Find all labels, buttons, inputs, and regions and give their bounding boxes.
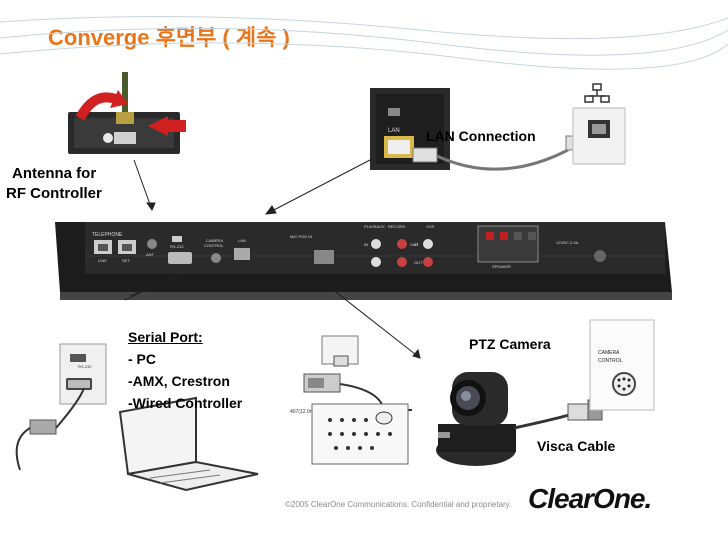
serial-item-wired: -Wired Controller xyxy=(128,395,243,411)
camera-connector-label-1: CAMERA xyxy=(598,350,620,356)
clearone-logo: ClearOne. xyxy=(528,483,652,514)
wall-jack-image xyxy=(572,107,626,165)
antenna-arrow xyxy=(133,159,153,211)
serial-item-amx: -AMX, Crestron xyxy=(128,373,230,389)
copyright-footer: ©2005 ClearOne Communications. Confident… xyxy=(285,500,512,509)
lan-connection-label: LAN Connection xyxy=(426,128,536,144)
power-label: 12VDC 2.0A xyxy=(556,240,579,245)
rs232-label: RS-232 xyxy=(170,244,184,249)
serial-port-image: RS-232 xyxy=(59,343,107,405)
rs232-small-label: RS-232 xyxy=(78,364,92,369)
decorative-swoosh xyxy=(0,16,728,70)
visca-cable-image xyxy=(513,399,603,430)
out-label-2: OUT xyxy=(414,260,423,265)
camera-control-label-2: CONTROL xyxy=(204,243,224,248)
speaker-label: SPEAKER xyxy=(492,264,511,269)
serial-cable-image xyxy=(15,387,85,471)
serial-port-title: Serial Port: xyxy=(128,329,203,345)
converge-device xyxy=(55,222,672,300)
record-label: RECORD xyxy=(388,224,405,229)
antenna-label-line1: Antenna for xyxy=(12,165,97,182)
line-label: LINE xyxy=(98,258,107,263)
visca-cable-label: Visca Cable xyxy=(537,438,616,454)
camera-control-connector-image: CAMERA CONTROL xyxy=(589,319,655,411)
lan-arrow xyxy=(269,159,371,213)
wired-controller-image: 407(12.0m xyxy=(290,335,412,465)
telephone-label: TELEPHONE xyxy=(92,232,123,238)
pointer-arrows xyxy=(124,159,421,359)
vcr-label: VCR xyxy=(426,224,435,229)
in-label-1: IN xyxy=(364,242,368,247)
lan-port-label: LAN xyxy=(388,128,400,134)
network-icon xyxy=(584,83,610,103)
camera-control-label-1: CAMERA xyxy=(206,238,223,243)
camera-control-arrow xyxy=(317,277,421,359)
lan-panel-label: LAN xyxy=(238,238,246,243)
camera-connector-label-2: CONTROL xyxy=(598,358,623,364)
playback-label: PLAYBACK xyxy=(364,224,385,229)
device-panel: TELEPHONE LINE SET ANT RS-232 CAMERA CON… xyxy=(92,224,606,269)
laptop-image xyxy=(118,396,259,492)
part-number-label: 407(12.0m xyxy=(290,409,314,415)
antenna-label-line2: RF Controller xyxy=(6,185,102,202)
in-label-2: IN xyxy=(414,242,418,247)
out-label-1: OUT xyxy=(410,242,419,247)
mic-pod-label: MIC POD IN xyxy=(290,234,312,239)
antenna-device-image xyxy=(68,72,186,154)
serial-port-block: Serial Port: - PC -AMX, Crestron -Wired … xyxy=(128,328,242,412)
set-label: SET xyxy=(122,258,130,263)
ptz-camera-image xyxy=(436,372,516,466)
ant-label: ANT xyxy=(146,252,155,257)
serial-item-pc: - PC xyxy=(128,351,156,367)
ptz-camera-label: PTZ Camera xyxy=(469,336,551,352)
